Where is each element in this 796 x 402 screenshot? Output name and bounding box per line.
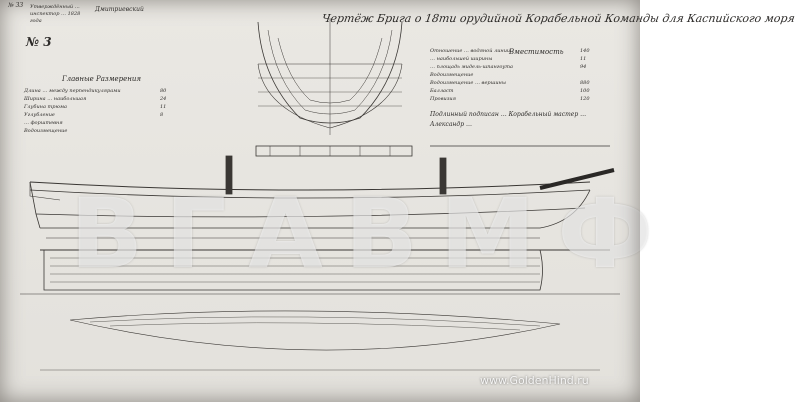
table-row: Провизия (430, 96, 456, 102)
table-row: Балласт (430, 88, 454, 94)
principal-dims-heading: Главные Размерения (62, 75, 142, 83)
dims-row: Ширина … наибольшая (24, 96, 87, 102)
dims-row: Водоизмещение (24, 128, 68, 134)
table-value: 11 (580, 56, 587, 62)
table-row: Отношение … водяной линии (430, 48, 511, 54)
archive-watermark: ВГАВМФ (70, 178, 675, 290)
bowsprit (539, 168, 615, 190)
table-value: 140 (580, 48, 590, 54)
sheer-plan (20, 181, 620, 295)
body-plan (257, 18, 403, 135)
table-value: 94 (580, 64, 587, 70)
dims-row: Углубление (24, 112, 55, 118)
sheet-number: № 33 (8, 2, 24, 9)
table-row: Водоизмещение … вершины (430, 80, 506, 86)
table-row: … площадь мидель-шпангоута (430, 64, 513, 70)
approval-stamp: Утверждённый … инспектор … 1828 года (30, 4, 81, 24)
dims-value: 24 (160, 96, 167, 102)
table-value: 120 (580, 96, 590, 102)
dims-row: Длина … между перпендикулярами (24, 88, 121, 94)
table-value: 880 (580, 80, 590, 86)
signature: Дмитриевский (95, 6, 144, 13)
table-value: 100 (580, 88, 590, 94)
foremast-stump (439, 157, 447, 195)
drawing-title: Чертёж Брига о 18ти орудийной Корабельно… (321, 12, 796, 25)
website-watermark: www.GoldenHind.ru (480, 374, 589, 387)
signature-note: Подлинный подписан … Корабельный мастер … (430, 111, 587, 128)
ship-plan-drawing (20, 18, 620, 371)
mainmast-stump (225, 155, 233, 195)
table-row: … наибольшей ширины (430, 56, 493, 62)
table-row: Водоизмещение (430, 72, 474, 78)
dims-value: 11 (160, 104, 167, 110)
dims-row: Глубина трюма (24, 104, 68, 110)
half-breadth-plan (40, 310, 600, 371)
dims-value: 80 (160, 88, 167, 94)
right-table-heading: Вместимость (509, 48, 564, 56)
drawing-number: № 3 (26, 35, 52, 49)
dims-value: 8 (160, 112, 164, 118)
keel-section (255, 145, 413, 157)
dims-row: … форштевня (24, 120, 63, 126)
